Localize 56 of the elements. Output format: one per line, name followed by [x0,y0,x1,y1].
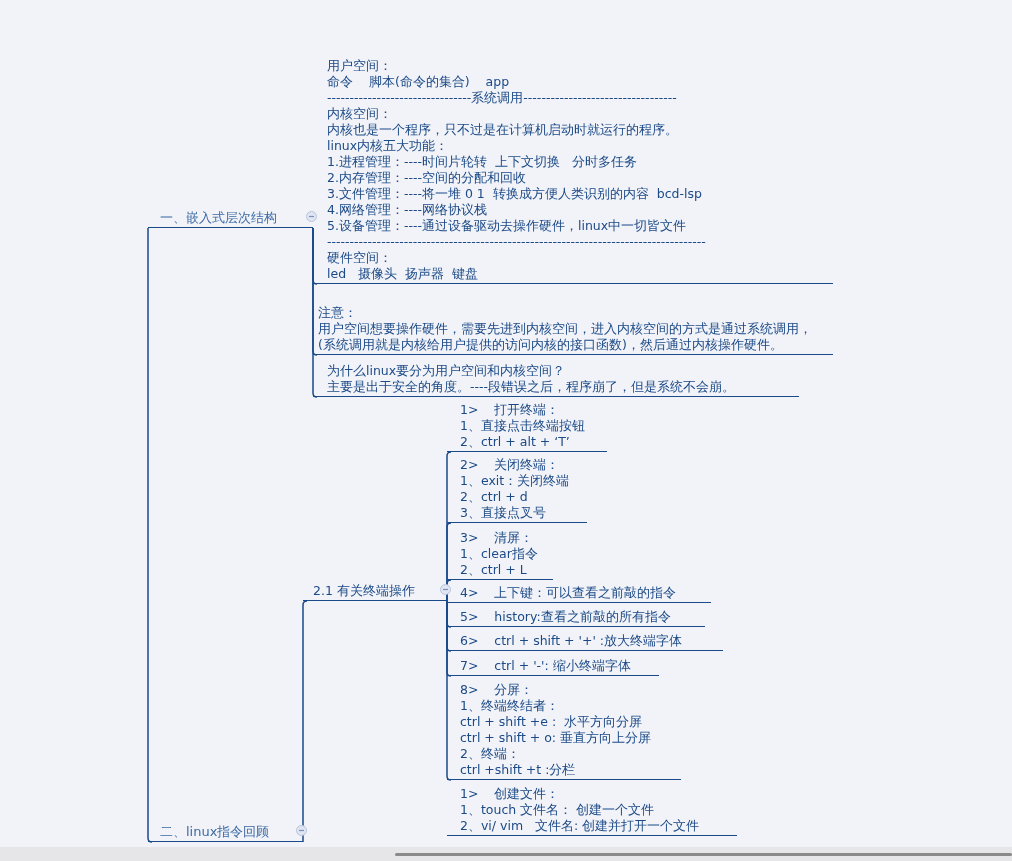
mindmap-node [447,584,711,603]
node-text: 6> ctrl + shift + '+' :放大终端字体 [460,633,684,649]
connector-line [312,227,318,398]
node-text: 注意： [318,305,358,321]
node-text: 2、ctrl + alt + ‘T’ [460,434,571,450]
connector-line [302,600,308,843]
connector-line [147,227,153,843]
node-text: 2、ctrl + L [460,562,528,578]
node-text: 2.1 有关终端操作 [313,583,416,599]
node-text: 3.文件管理：----将一堆 0 1 转换成方便人类识别的内容 bcd-lsp [327,186,703,202]
mindmap-node [447,402,607,452]
mindmap-node [447,528,553,580]
node-text: 2、终端： [460,746,521,762]
node-text: 内核空间： [327,106,393,122]
node-text: 1> 打开终端： [460,402,561,418]
node-text: 5> history:查看之前敲的所有指令 [460,609,672,625]
node-text: ctrl + shift +e : 水平方向分屏 [460,714,644,730]
node-text: 内核也是一个程序，只不过是在计算机启动时就运行的程序。 [327,122,679,138]
node-text: 1、直接点击终端按钮 [460,418,586,434]
node-text: 主要是出于安全的角度。----段错误之后，程序崩了，但是系统不会崩。 [327,379,737,395]
node-text: 4.网络管理：----网络协议栈 [327,202,488,218]
mindmap-node [447,680,681,780]
mindmap-node [447,607,705,627]
node-text: 用户空间： [327,58,393,74]
node-text: 为什么linux要分为用户空间和内核空间？ [327,363,567,379]
node-text: 3> 清屏： [460,530,535,546]
mindmap-node [447,631,723,651]
node-text: 硬件空间： [327,250,393,266]
node-text: led 摄像头 扬声器 键盘 [327,266,479,282]
node-text: 2> 关闭终端： [460,457,561,473]
node-text: 1.进程管理：----时间片轮转 上下文切换 分时多任务 [327,154,638,170]
node-text: 1、clear指令 [460,546,539,562]
connector-line [446,600,452,781]
node-text: 7> ctrl + '-': 缩小终端字体 [460,658,632,674]
node-text: 5.设备管理：----通过设备驱动去操作硬件，linux中一切皆文件 [327,218,688,234]
node-text: 2、vi/ vim 文件名: 创建并打开一个文件 [460,818,701,834]
node-text: 4> 上下键：可以查看之前敲的指令 [460,585,678,601]
node-text: 二、linux指令回顾 [160,824,271,840]
node-text: 1、终端终结者： [460,698,560,714]
node-text: 2.内存管理：----空间的分配和回收 [327,170,527,186]
node-text: 8> 分屏： [460,682,535,698]
node-text: 3、直接点叉号 [460,505,547,521]
node-text: linux内核五大功能： [327,138,450,154]
node-text: 用户空间想要操作硬件，需要先进到内核空间，进入内核空间的方式是通过系统调用，(系统调用就是内核给用户提供的访问内核的接口函数)，然后通过内核操作硬件。 [318,321,813,353]
node-text: 2、ctrl + d [460,489,529,505]
mindmap-node [447,456,587,523]
node-text: 1> 创建文件： [460,786,561,802]
node-text: ------------------------------------------------------------------------------------ [327,234,707,250]
node-text: 1、touch 文件名： 创建一个文件 [460,802,656,818]
mindmap-node [447,785,737,836]
node-text: 一、嵌入式层次结构 [160,210,278,226]
node-text: --------------------------------系统调用---------------------------------- [327,90,678,106]
node-text: ctrl + shift + o: 垂直方向上分屏 [460,730,653,746]
node-text: ctrl +shift +t :分栏 [460,762,577,778]
node-text: 1、exit：关闭终端 [460,473,571,489]
node-text: 命令 脚本(命令的集合) app [327,74,511,90]
